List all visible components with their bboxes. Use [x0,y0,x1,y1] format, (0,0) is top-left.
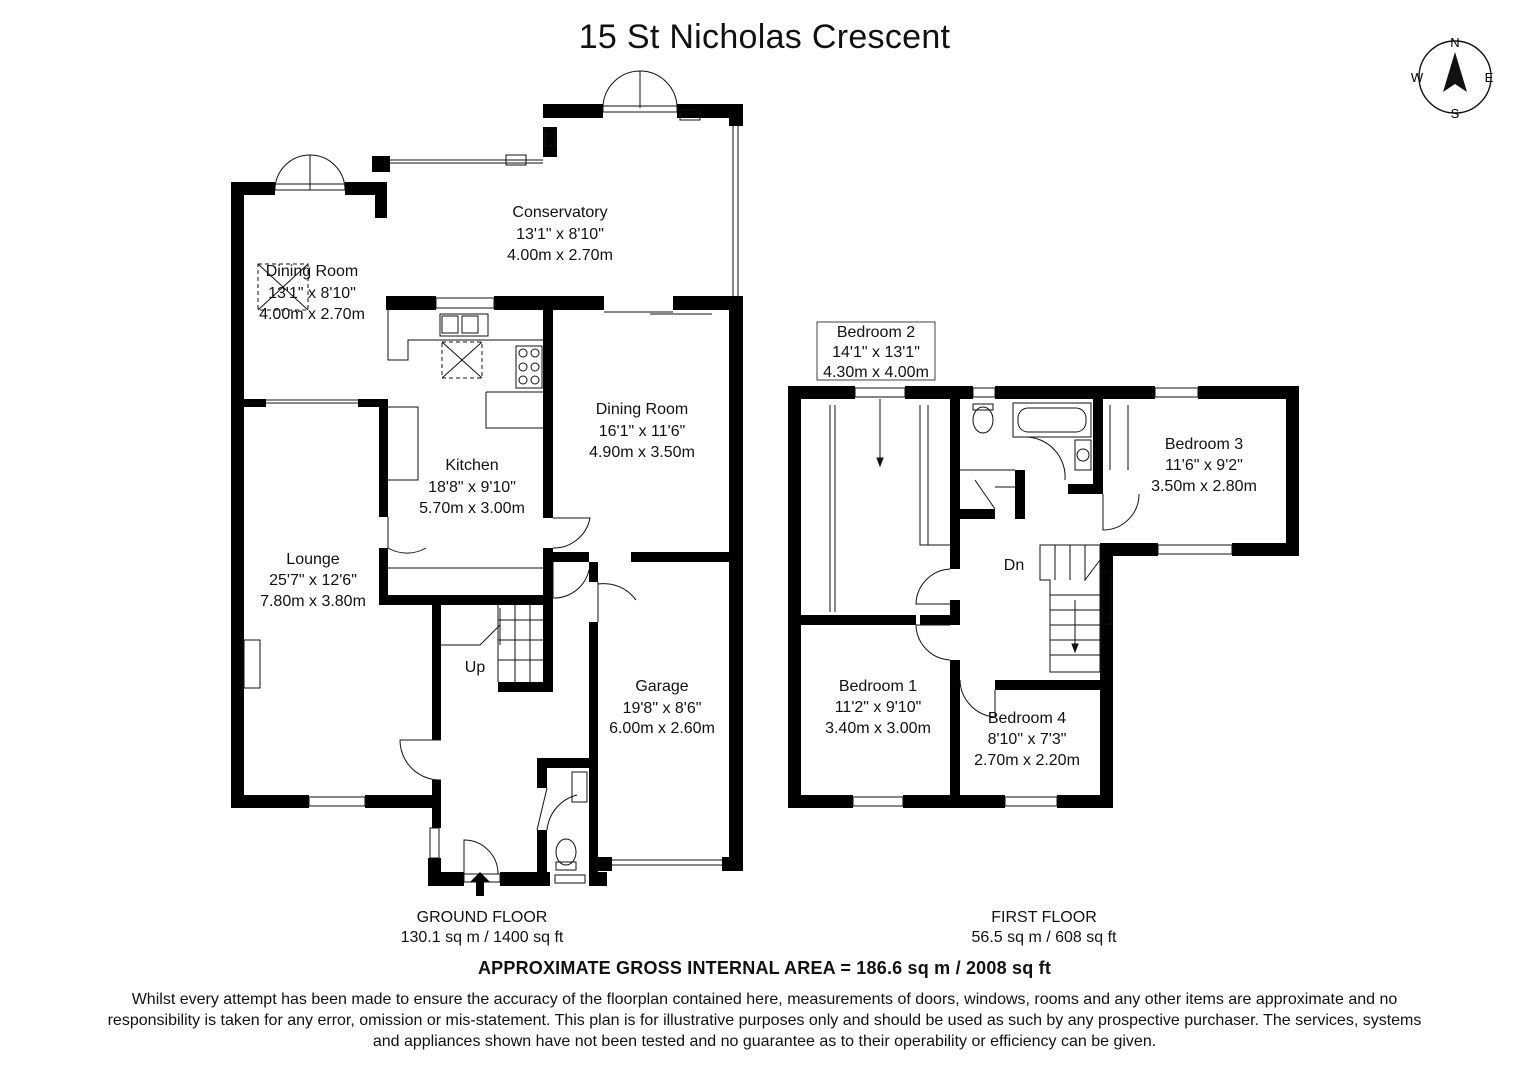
svg-text:8'10" x 7'3": 8'10" x 7'3" [988,731,1067,748]
room-label-bedroom-4: Bedroom 4 8'10" x 7'3" 2.70m x 2.20m [974,710,1080,769]
svg-text:4.00m x 2.70m: 4.00m x 2.70m [507,247,613,264]
svg-text:Dining Room: Dining Room [596,401,688,418]
compass-w: W [1411,70,1424,85]
room-label-bedroom-3: Bedroom 3 11'6" x 9'2" 3.50m x 2.80m [1151,436,1257,495]
page-title: 15 St Nicholas Crescent [578,18,951,56]
svg-text:3.40m x 3.00m: 3.40m x 3.00m [825,720,931,737]
ground-floor-name: GROUND FLOOR [416,909,548,926]
compass-e: E [1485,70,1494,85]
room-label-conservatory: Conservatory 13'1" x 8'10" 4.00m x 2.70m [507,204,613,264]
svg-text:2.70m x 2.20m: 2.70m x 2.20m [974,752,1080,769]
svg-text:11'6" x 9'2": 11'6" x 9'2" [1165,457,1243,474]
compass-n: N [1450,35,1459,50]
svg-text:25'7" x 12'6": 25'7" x 12'6" [269,572,357,589]
svg-text:Conservatory: Conservatory [512,204,607,221]
svg-text:Kitchen: Kitchen [445,457,498,474]
stairs-down-label: Dn [1004,557,1024,574]
svg-text:Garage: Garage [635,678,688,695]
room-label-bedroom-1: Bedroom 1 11'2" x 9'10" 3.40m x 3.00m [825,678,931,737]
svg-text:4.00m x 2.70m: 4.00m x 2.70m [259,306,365,323]
svg-text:18'8" x 9'10": 18'8" x 9'10" [428,479,516,496]
first-floor-caption: FIRST FLOOR 56.5 sq m / 608 sq ft [944,908,1144,948]
ground-floor-area: 130.1 sq m / 1400 sq ft [400,929,564,946]
room-label-dining-room-1: Dining Room 13'1" x 8'10" 4.00m x 2.70m [259,263,365,323]
first-floor-area: 56.5 sq m / 608 sq ft [971,929,1117,946]
svg-text:4.90m x 3.50m: 4.90m x 3.50m [589,444,695,461]
first-floor-walls [788,386,1299,808]
first-floor-fittings [816,321,1233,807]
first-floor-name: FIRST FLOOR [991,909,1097,926]
svg-text:Dining Room: Dining Room [266,263,358,280]
svg-text:13'1" x 8'10": 13'1" x 8'10" [516,226,604,243]
room-label-lounge: Lounge 25'7" x 12'6" 7.80m x 3.80m [260,551,366,610]
ground-floor-walls [231,104,743,886]
svg-text:14'1" x 13'1": 14'1" x 13'1" [832,344,920,361]
disclaimer-text: Whilst every attempt has been made to en… [107,991,1422,1050]
svg-text:Lounge: Lounge [286,551,339,568]
svg-text:6.00m x 2.60m: 6.00m x 2.60m [609,720,715,737]
ground-floor-caption: GROUND FLOOR 130.1 sq m / 1400 sq ft [382,908,582,948]
stairs-up-label: Up [465,659,486,676]
svg-text:13'1" x 8'10": 13'1" x 8'10" [268,285,356,302]
entrance-arrow-icon [470,872,490,896]
room-label-kitchen: Kitchen 18'8" x 9'10" 5.70m x 3.00m [419,457,525,517]
room-labels: Dining Room 13'1" x 8'10" 4.00m x 2.70m … [259,204,1257,769]
svg-text:Bedroom 4: Bedroom 4 [988,710,1066,727]
svg-text:Bedroom 3: Bedroom 3 [1165,436,1243,453]
ground-floor-fittings [243,70,739,884]
svg-text:4.30m x 4.00m: 4.30m x 4.00m [823,364,929,381]
svg-text:Bedroom 2: Bedroom 2 [837,324,915,341]
gross-internal-area: APPROXIMATE GROSS INTERNAL AREA = 186.6 … [477,958,1052,978]
svg-text:16'1" x 11'6": 16'1" x 11'6" [599,423,686,440]
compass-icon: N E S W [1411,35,1494,121]
svg-text:11'2" x 9'10": 11'2" x 9'10" [835,699,922,716]
svg-text:3.50m x 2.80m: 3.50m x 2.80m [1151,478,1257,495]
svg-text:7.80m x 3.80m: 7.80m x 3.80m [260,593,366,610]
room-label-garage: Garage 19'8" x 8'6" 6.00m x 2.60m [609,678,715,737]
room-label-dining-room-2: Dining Room 16'1" x 11'6" 4.90m x 3.50m [589,401,695,461]
svg-text:Bedroom 1: Bedroom 1 [839,678,917,695]
compass-s: S [1451,106,1460,121]
room-label-bedroom-2: Bedroom 2 14'1" x 13'1" 4.30m x 4.00m [823,324,929,381]
svg-text:19'8" x 8'6": 19'8" x 8'6" [623,700,702,717]
svg-text:5.70m x 3.00m: 5.70m x 3.00m [419,500,525,517]
